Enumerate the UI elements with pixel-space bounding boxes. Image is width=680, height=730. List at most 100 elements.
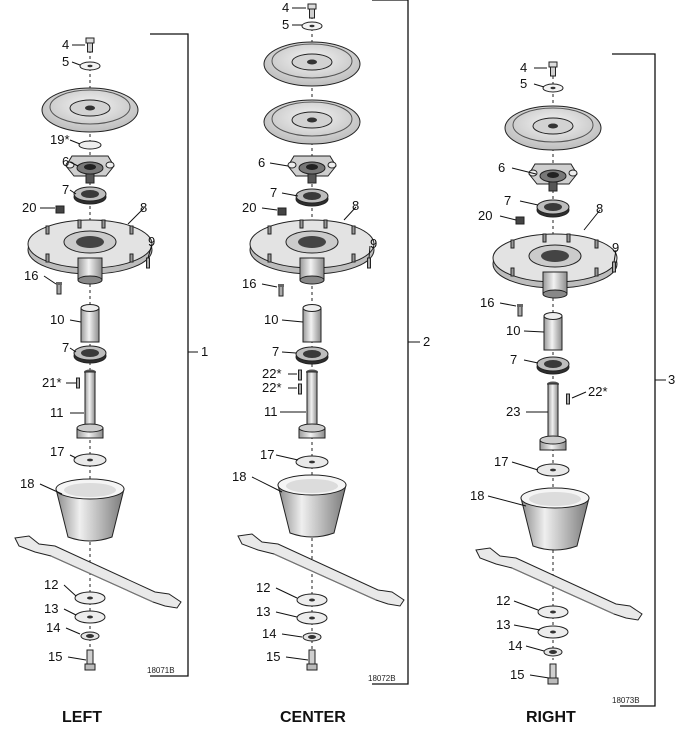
bearing-part	[536, 199, 570, 218]
callout-label: 7	[270, 185, 277, 200]
housing-part	[249, 219, 375, 285]
callout-label: 12	[496, 593, 510, 608]
washer-part	[537, 605, 569, 619]
callout-label: 9	[148, 234, 155, 249]
washer-part	[295, 455, 329, 469]
spacer-part	[302, 304, 322, 343]
washer-part	[296, 593, 328, 607]
housing-part	[492, 233, 618, 299]
callout-label: 9	[612, 240, 619, 255]
washer-part	[536, 463, 570, 477]
figure-code: 18071B	[147, 666, 175, 675]
callout-label: 17	[260, 447, 274, 462]
callout-label: 5	[520, 76, 527, 91]
housing-part	[27, 219, 153, 285]
screw-part	[55, 281, 63, 295]
section-title-right: RIGHT	[526, 709, 576, 726]
pin-part	[146, 257, 150, 269]
callout-label: 5	[282, 17, 289, 32]
bolt-part	[306, 649, 318, 671]
callout-label: 16	[480, 295, 494, 310]
figure-code: 18073B	[612, 696, 640, 705]
pulley-part	[41, 87, 139, 133]
pulley-part	[263, 99, 361, 145]
callout-label: 4	[62, 37, 69, 52]
callout-label: 9	[370, 236, 377, 251]
pin-part	[367, 257, 371, 269]
figure-code: 18072B	[368, 674, 396, 683]
right-callouts: 4 5 6 7 20 8 9 16 10 7 22* 23 17 18 12 1…	[470, 60, 619, 682]
callout-label: 22*	[262, 380, 282, 395]
callout-label: 7	[62, 182, 69, 197]
right-assembly: 4 5 6 7 20 8 9 16 10 7 22* 23 17 18 12 1…	[470, 53, 675, 726]
callout-label: 4	[520, 60, 527, 75]
bearing-part	[536, 356, 570, 375]
shaft-part	[298, 369, 326, 439]
callout-label: 7	[62, 340, 69, 355]
callout-label: 8	[596, 201, 603, 216]
key-part	[566, 393, 570, 405]
shaft-part	[76, 369, 104, 439]
callout-label: 12	[44, 577, 58, 592]
washer-part	[543, 647, 563, 657]
key-part	[298, 383, 302, 395]
callout-label: 12	[256, 580, 270, 595]
callout-label: 16	[24, 268, 38, 283]
callout-label: 5	[62, 54, 69, 69]
callout-label: 17	[494, 454, 508, 469]
bearing-part	[295, 346, 329, 365]
washer-part	[301, 21, 323, 31]
blade-cup-part	[277, 474, 347, 538]
callout-label: 7	[504, 193, 511, 208]
assembly-number: 2	[423, 334, 430, 349]
callout-label: 10	[264, 312, 278, 327]
washer-part	[73, 453, 107, 467]
callout-label: 18	[20, 476, 34, 491]
hub-part	[65, 155, 115, 184]
washer-part	[74, 591, 106, 605]
pin-part	[612, 261, 616, 273]
shaft-part	[539, 381, 567, 451]
key-part	[298, 369, 302, 381]
screw-part	[277, 283, 285, 297]
callout-label: 13	[256, 604, 270, 619]
section-title-left: LEFT	[62, 709, 102, 726]
callout-label: 15	[48, 649, 62, 664]
callout-label: 22*	[588, 384, 608, 399]
bolt-part	[84, 649, 96, 671]
bolt-part	[85, 37, 95, 53]
callout-label: 4	[282, 0, 289, 15]
callout-label: 19*	[50, 132, 70, 147]
spacer-part	[80, 304, 100, 343]
center-assembly: 4 5 6 7 20 8 9 16 10 7 22* 22* 11 17 18 …	[232, 0, 430, 726]
callout-label: 20	[242, 200, 256, 215]
callout-label: 13	[44, 601, 58, 616]
screw-part	[516, 303, 524, 317]
assembly-number: 1	[201, 344, 208, 359]
callout-label: 8	[140, 200, 147, 215]
callout-label: 18	[470, 488, 484, 503]
washer-part	[537, 625, 569, 639]
callout-label: 11	[50, 405, 64, 420]
pulley-part	[263, 41, 361, 87]
section-title-center: CENTER	[280, 709, 346, 726]
hub-part	[287, 155, 337, 184]
assembly-number: 3	[668, 372, 675, 387]
left-callouts: 4 5 19* 6 7 20 8 9 16 10 7 21* 11 17 18 …	[20, 37, 155, 664]
callout-label: 6	[62, 154, 69, 169]
callout-label: 20	[22, 200, 36, 215]
callout-label: 10	[50, 312, 64, 327]
callout-label: 21*	[42, 375, 62, 390]
callout-label: 14	[508, 638, 522, 653]
washer-part	[80, 631, 100, 641]
callout-label: 10	[506, 323, 520, 338]
callout-label: 23	[506, 404, 520, 419]
callout-label: 15	[266, 649, 280, 664]
washer-part	[79, 61, 101, 71]
left-assembly: 4 5 19* 6 7 20 8 9 16 10 7 21* 11 17 18 …	[14, 33, 208, 726]
callout-label: 6	[258, 155, 265, 170]
hub-part	[528, 163, 578, 192]
callout-label: 14	[46, 620, 60, 635]
blade-cup-part	[55, 478, 125, 542]
bolt-part	[307, 3, 317, 19]
